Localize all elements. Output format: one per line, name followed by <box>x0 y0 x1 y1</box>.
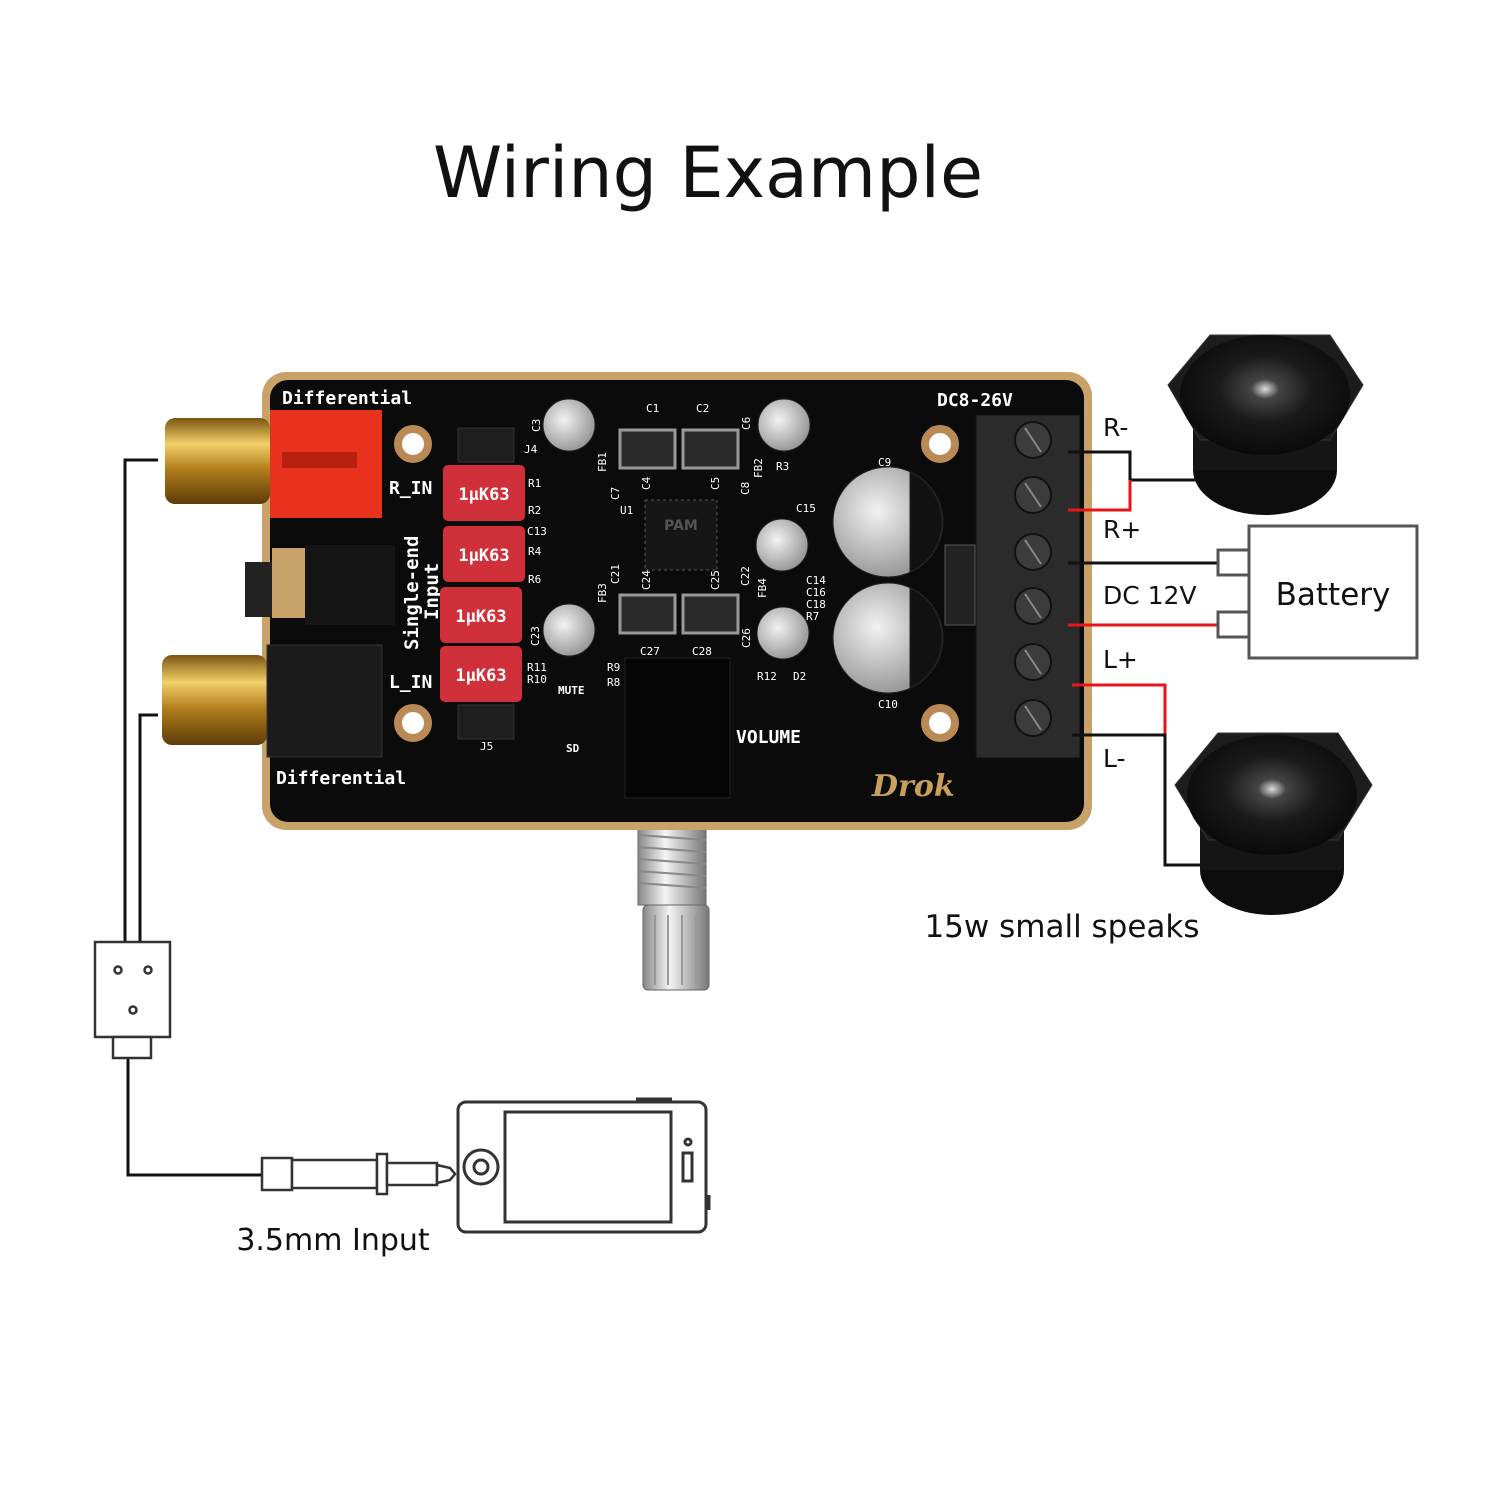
component-label: FB2 <box>752 458 765 478</box>
rca-jack-left[interactable] <box>162 644 383 758</box>
component-label: FB4 <box>756 578 769 598</box>
component-label: C23 <box>529 626 542 646</box>
terminal-l-minus-label: L- <box>1103 744 1126 773</box>
component-label: FB1 <box>596 452 609 472</box>
component-label: C24 <box>640 570 653 590</box>
component-label: C2 <box>696 402 709 415</box>
speaker-wires <box>1068 450 1218 867</box>
chip-label: PAM <box>664 518 698 534</box>
component-labels: C1 C2 C3 C6 J4 J5 R1 R2 C13 R4 R6 FB1 FB… <box>480 402 898 753</box>
component-label: C26 <box>740 628 753 648</box>
component-label: C22 <box>739 566 752 586</box>
mounting-holes <box>394 425 959 742</box>
terminal-dc-label: DC 12V <box>1103 581 1197 610</box>
single-end-label: Single-end <box>401 536 423 650</box>
component-label: C3 <box>530 419 543 432</box>
r-in-label: R_IN <box>389 478 432 499</box>
rca-jack-right[interactable] <box>165 410 382 518</box>
input-silk-label: Input <box>421 563 443 620</box>
component-label: R10 <box>527 673 547 686</box>
diode <box>944 544 976 626</box>
headphone-jack[interactable] <box>245 545 395 625</box>
component-label: C7 <box>609 487 622 500</box>
brand-logo: Drok <box>871 769 955 804</box>
component-label: C27 <box>640 645 660 658</box>
speakers-label: 15w small speaks <box>924 909 1199 945</box>
component-label: C13 <box>527 525 547 538</box>
large-electrolytic-caps <box>832 466 944 694</box>
component-label: U1 <box>620 504 633 517</box>
component-label: C16 <box>806 586 826 599</box>
component-label: R8 <box>607 676 620 689</box>
amplifier-board: Differential Differential R_IN L_IN Sing… <box>162 372 1092 830</box>
page-title: Wiring Example <box>433 132 983 214</box>
component-label: C5 <box>709 477 722 490</box>
component-label: R2 <box>528 504 541 517</box>
component-label: R6 <box>528 573 541 586</box>
power-rating-label: DC8-26V <box>937 390 1013 411</box>
sd-label: SD <box>566 742 580 755</box>
film-cap-label: 1μK63 <box>458 485 509 505</box>
component-label: R7 <box>806 610 819 623</box>
component-label: C6 <box>740 417 753 430</box>
film-cap-label: 1μK63 <box>458 546 509 566</box>
component-label: C14 <box>806 574 826 587</box>
terminal-r-plus-label: R+ <box>1103 515 1141 544</box>
terminal-r-minus-label: R- <box>1103 413 1128 442</box>
component-label: R4 <box>528 545 542 558</box>
film-capacitors: 1μK63 1μK63 1μK63 1μK63 <box>440 465 525 702</box>
differential-bottom-label: Differential <box>276 768 406 789</box>
component-label: R11 <box>527 661 547 674</box>
mute-label: MUTE <box>558 684 585 697</box>
volume-label: VOLUME <box>736 727 801 748</box>
differential-top-label: Differential <box>282 388 412 409</box>
battery-label: Battery <box>1276 577 1391 613</box>
film-cap-label: 1μK63 <box>455 666 506 686</box>
y-splitter <box>93 940 172 1060</box>
component-label: J5 <box>480 740 493 753</box>
jumpers <box>457 427 515 740</box>
component-label: D2 <box>793 670 806 683</box>
speaker-left <box>1174 732 1373 915</box>
component-label: C15 <box>796 502 816 515</box>
amplifier-chip: PAM <box>644 499 718 571</box>
component-label: C10 <box>878 698 898 711</box>
component-label: C25 <box>709 570 722 590</box>
component-label: FB3 <box>596 583 609 603</box>
component-label: R3 <box>776 460 789 473</box>
component-label: C9 <box>878 456 891 469</box>
component-label: R12 <box>757 670 777 683</box>
audio-jack-plug <box>260 1152 457 1196</box>
input-label: 3.5mm Input <box>236 1223 430 1258</box>
component-label: C21 <box>609 564 622 584</box>
input-cable <box>123 458 262 1177</box>
component-label: C1 <box>646 402 659 415</box>
component-label: C18 <box>806 598 826 611</box>
battery <box>1216 524 1419 660</box>
potentiometer <box>624 657 731 799</box>
screw-terminal-block[interactable] <box>975 414 1081 759</box>
small-electrolytic-caps <box>542 398 811 660</box>
component-label: C4 <box>640 476 653 490</box>
component-label: C28 <box>692 645 712 658</box>
phone-icon <box>456 1097 711 1234</box>
component-label: R9 <box>607 661 620 674</box>
component-label: C8 <box>739 482 752 495</box>
speaker-right <box>1167 334 1364 515</box>
film-cap-label: 1μK63 <box>455 607 506 627</box>
terminal-l-plus-label: L+ <box>1103 645 1138 674</box>
l-in-label: L_IN <box>389 672 432 693</box>
inductors <box>618 428 740 635</box>
component-label: R1 <box>528 477 541 490</box>
component-label: J4 <box>524 443 538 456</box>
